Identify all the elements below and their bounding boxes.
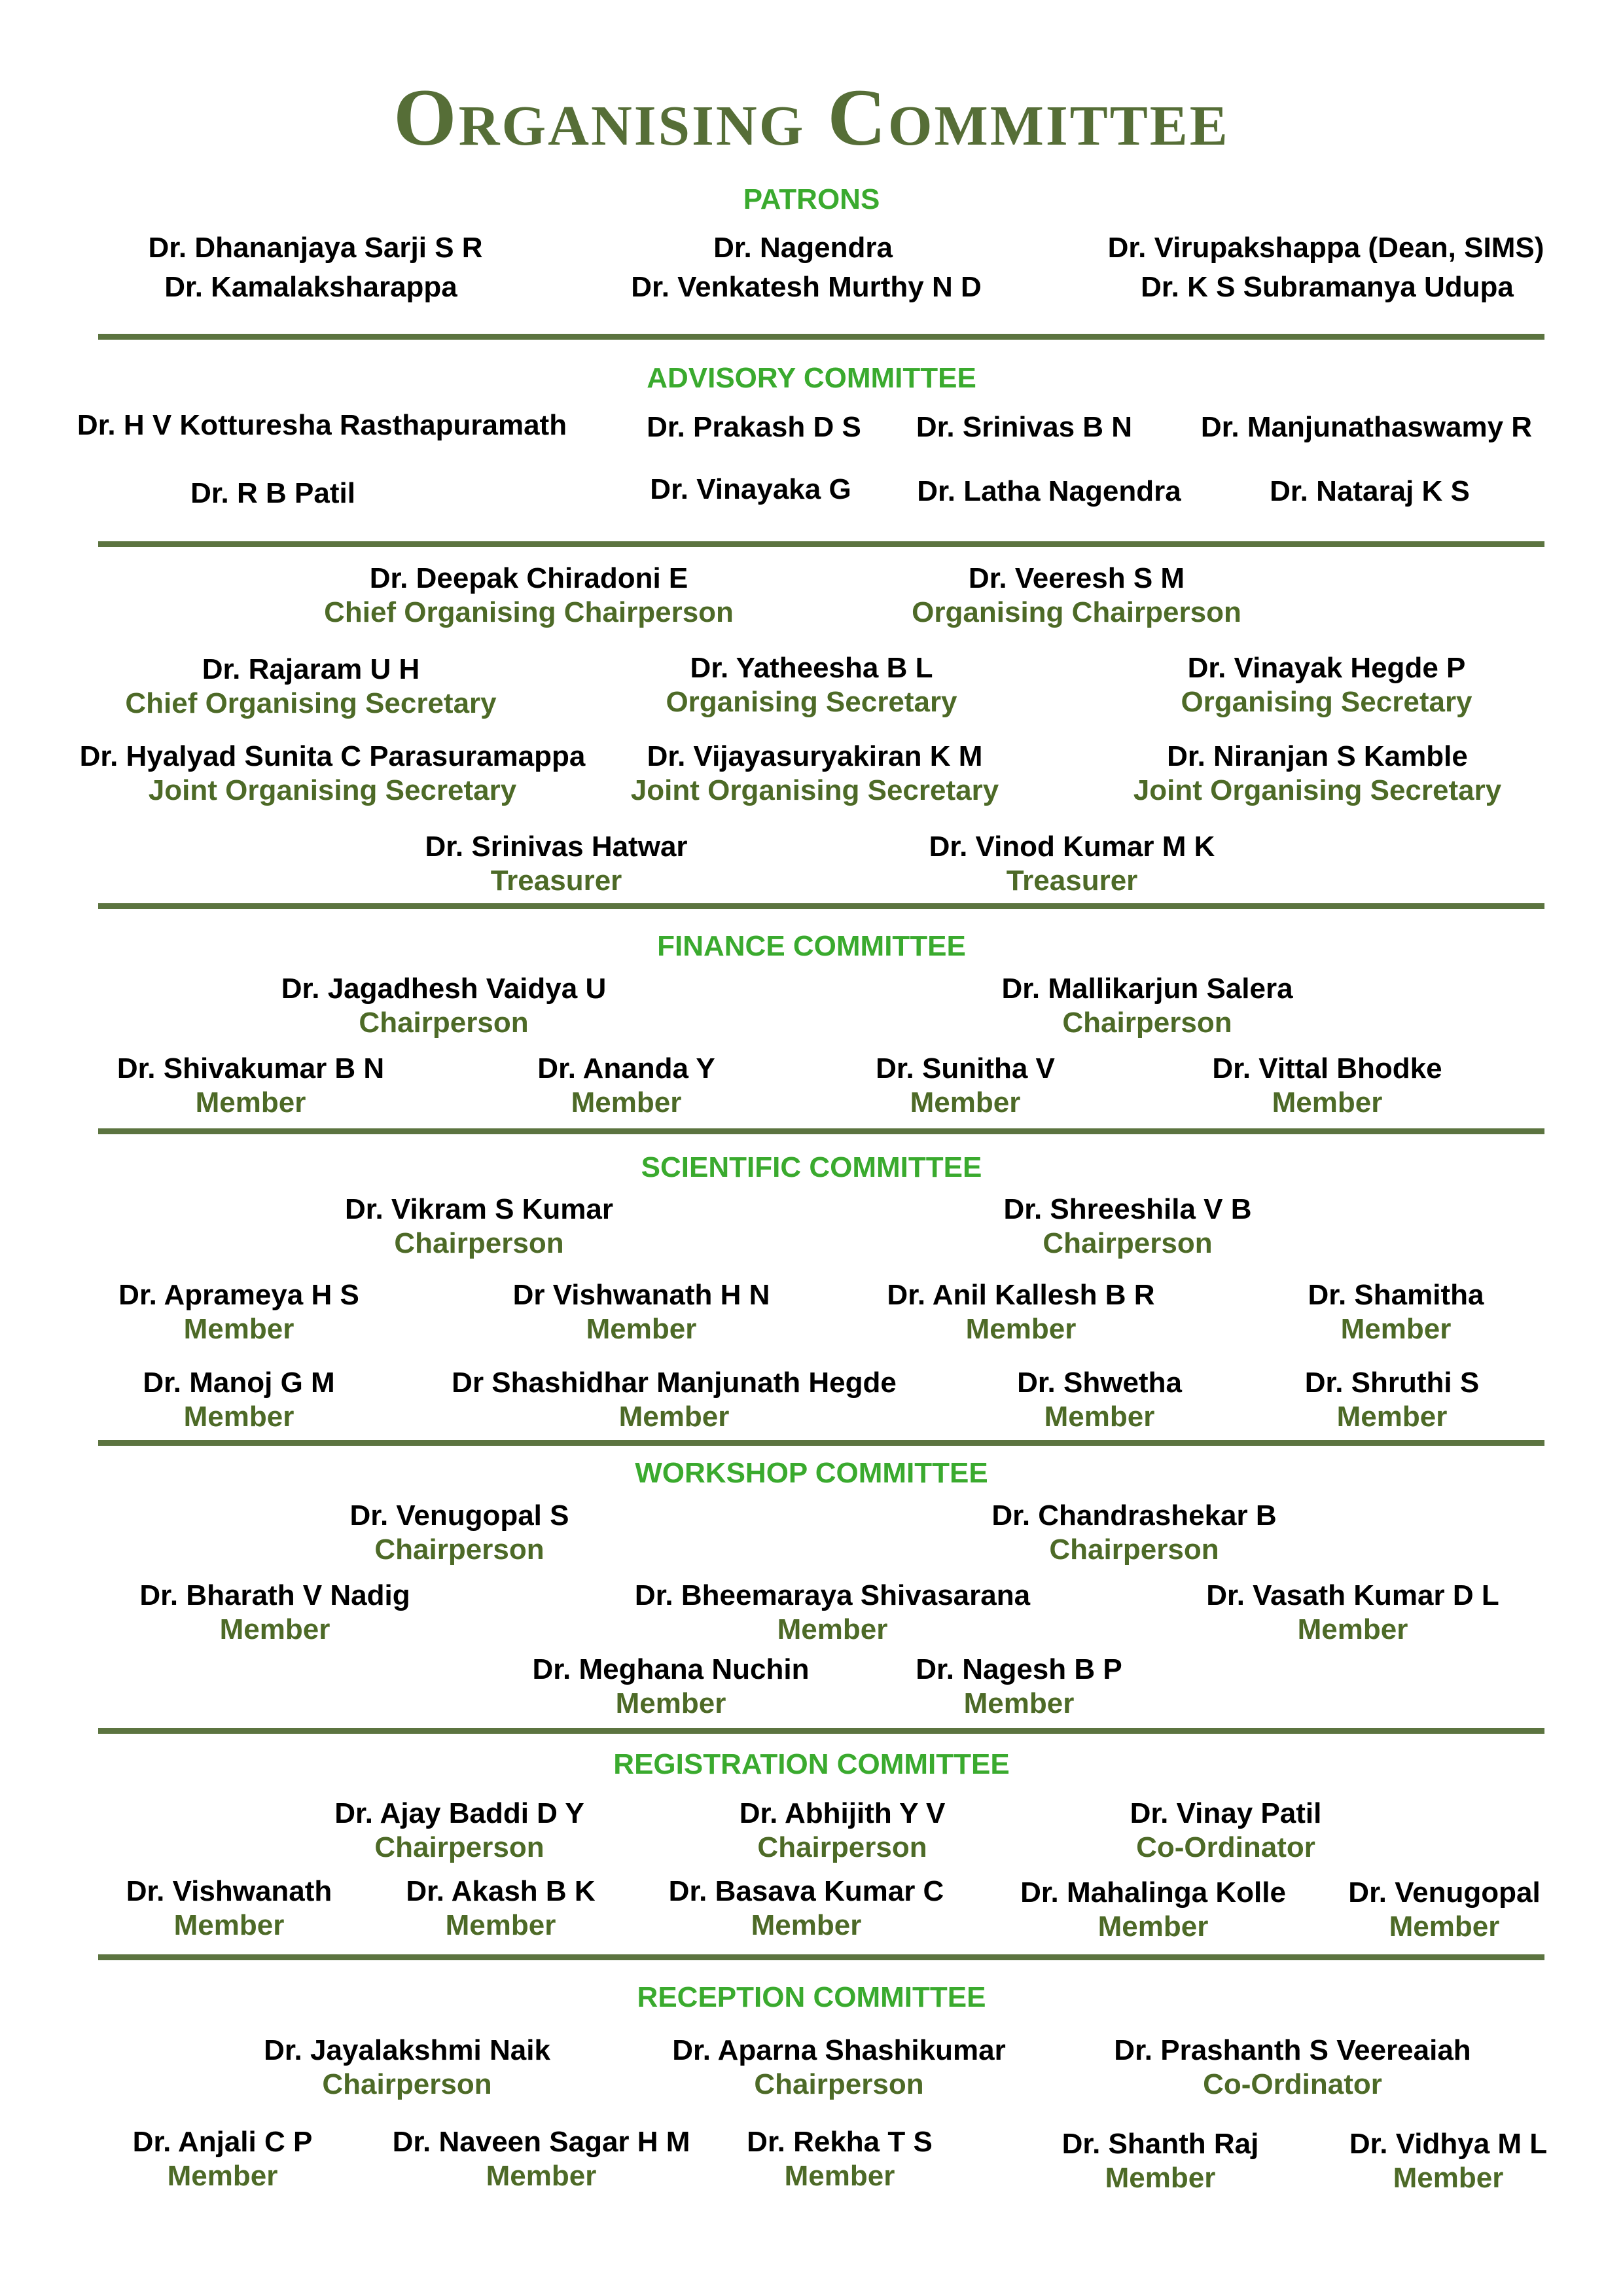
advisory-member: Dr. Prakash D S (647, 411, 861, 443)
page-title: Organising Committee (393, 73, 1230, 162)
patron: Dr. K S Subramanya Udupa (1141, 271, 1514, 303)
advisory-heading: ADVISORY COMMITTEE (647, 362, 976, 394)
section-divider (98, 1128, 1544, 1134)
scientific-heading: SCIENTIFIC COMMITTEE (641, 1151, 982, 1183)
section-divider (98, 1440, 1544, 1446)
patron: Dr. Kamalaksharappa (164, 271, 457, 303)
section-divider (98, 903, 1544, 909)
workshop-heading: WORKSHOP COMMITTEE (635, 1457, 988, 1489)
reception-heading: RECEPTION COMMITTEE (637, 1981, 986, 2013)
patrons-heading: PATRONS (743, 183, 880, 215)
section-divider (98, 541, 1544, 547)
advisory-member: Dr. Latha Nagendra (917, 475, 1181, 507)
patron: Dr. Nagendra (713, 232, 893, 264)
patron: Dr. Venkatesh Murthy N D (631, 271, 982, 303)
section-divider (98, 334, 1544, 340)
advisory-member: Dr. Manjunathaswamy R (1200, 411, 1533, 443)
advisory-member: Dr. R B Patil (190, 477, 355, 509)
patron: Dr. Dhananjaya Sarji S R (148, 232, 483, 264)
patron: Dr. Virupakshappa (Dean, SIMS) (1107, 232, 1544, 264)
registration-heading: REGISTRATION COMMITTEE (613, 1748, 1010, 1780)
section-divider (98, 1728, 1544, 1734)
advisory-member: Dr. H V Kotturesha Rasthapuramath (77, 409, 567, 441)
advisory-member: Dr. Srinivas B N (916, 411, 1133, 443)
advisory-member: Dr. Nataraj K S (1270, 475, 1470, 507)
finance-heading: FINANCE COMMITTEE (657, 930, 966, 962)
section-divider (98, 1954, 1544, 1960)
advisory-member: Dr. Vinayaka G (650, 473, 851, 505)
